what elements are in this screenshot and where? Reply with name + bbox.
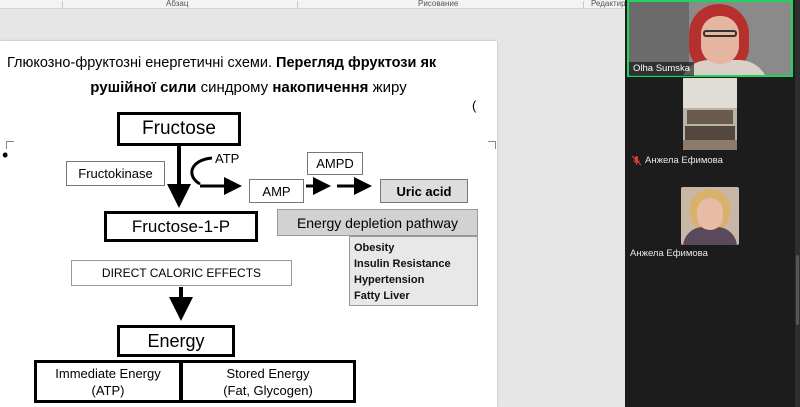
ribbon-group-editing[interactable]: Редактир xyxy=(591,0,626,8)
title-normal: Глюкозно-фруктозні енергетичні схеми. xyxy=(7,55,273,71)
title-line2-normal: синдрому xyxy=(200,79,269,96)
slide-title-line2: рушійної сили синдрому накопичення жиру xyxy=(0,79,497,96)
scrollbar-thumb[interactable] xyxy=(796,255,799,325)
effect-item: Hypertension xyxy=(354,274,425,286)
crop-mark-top-right xyxy=(488,141,496,149)
box-ampd: AMPD xyxy=(307,152,363,175)
room-floor xyxy=(683,140,737,150)
crop-mark-top-left xyxy=(6,141,14,149)
room-row-2 xyxy=(685,126,735,140)
immediate-title: Immediate Energy xyxy=(55,365,161,381)
box-amp: AMP xyxy=(249,179,304,203)
label-atp: ATP xyxy=(215,151,240,166)
participant-face xyxy=(697,198,723,230)
video-tile-participant-3[interactable] xyxy=(681,187,739,245)
video-tile-classroom[interactable] xyxy=(683,78,737,150)
ribbon-separator xyxy=(583,1,584,8)
ribbon-separator xyxy=(62,1,63,8)
box-direct-caloric-effects: DIRECT CALORIC EFFECTS xyxy=(71,260,292,286)
title-line2-bold2: накопичення xyxy=(272,79,369,96)
participant-name-2: Анжела Ефимова xyxy=(645,155,723,166)
box-energy-depletion: Energy depletion pathway xyxy=(277,209,478,236)
effect-item: Fatty Liver xyxy=(354,290,410,302)
box-fructose: Fructose xyxy=(117,112,241,146)
room-wall xyxy=(683,78,737,108)
box-fructokinase: Fructokinase xyxy=(66,161,165,186)
participant-name-3: Анжела Ефимова xyxy=(630,248,708,259)
speaker-body xyxy=(679,60,769,75)
mic-muted-icon xyxy=(631,155,642,166)
effect-item: Obesity xyxy=(354,242,395,254)
box-immediate-energy: Immediate Energy (ATP) xyxy=(34,360,182,403)
box-effects-list: Obesity Insulin Resistance Hypertension … xyxy=(349,236,478,306)
stored-sub: (Fat, Glycogen) xyxy=(223,382,313,398)
box-fructose-1-p: Fructose-1-P xyxy=(104,211,258,242)
effect-item: Insulin Resistance xyxy=(354,258,451,270)
immediate-sub: (ATP) xyxy=(91,382,125,398)
room-row-1 xyxy=(687,110,733,124)
ribbon-group-drawing[interactable]: Рисование xyxy=(418,0,459,8)
title-line2-bold1: рушійної сили xyxy=(90,79,197,96)
speaker-face xyxy=(701,16,739,64)
title-line2-normal2: жиру xyxy=(372,79,407,96)
box-uric-acid: Uric acid xyxy=(380,179,468,203)
active-speaker-name: Olha Sumska xyxy=(629,62,695,76)
ribbon-separator xyxy=(297,1,298,8)
stored-title: Stored Energy xyxy=(226,365,310,381)
ribbon-group-labels: Абзац Рисование Редактир xyxy=(0,0,800,9)
speaker-glasses xyxy=(703,30,737,37)
stray-paren: ( xyxy=(472,98,477,113)
ribbon-group-paragraph[interactable]: Абзац xyxy=(166,0,189,8)
slide-title-line1: Глюкозно-фруктозні енергетичні схеми. Пе… xyxy=(7,55,487,71)
panel-scrollbar[interactable] xyxy=(795,0,800,407)
bullet-mark: • xyxy=(2,145,9,165)
title-bold: Перегляд фруктози як xyxy=(276,55,437,71)
box-stored-energy: Stored Energy (Fat, Glycogen) xyxy=(180,360,356,403)
box-energy: Energy xyxy=(117,325,235,357)
participant-body xyxy=(683,227,737,245)
